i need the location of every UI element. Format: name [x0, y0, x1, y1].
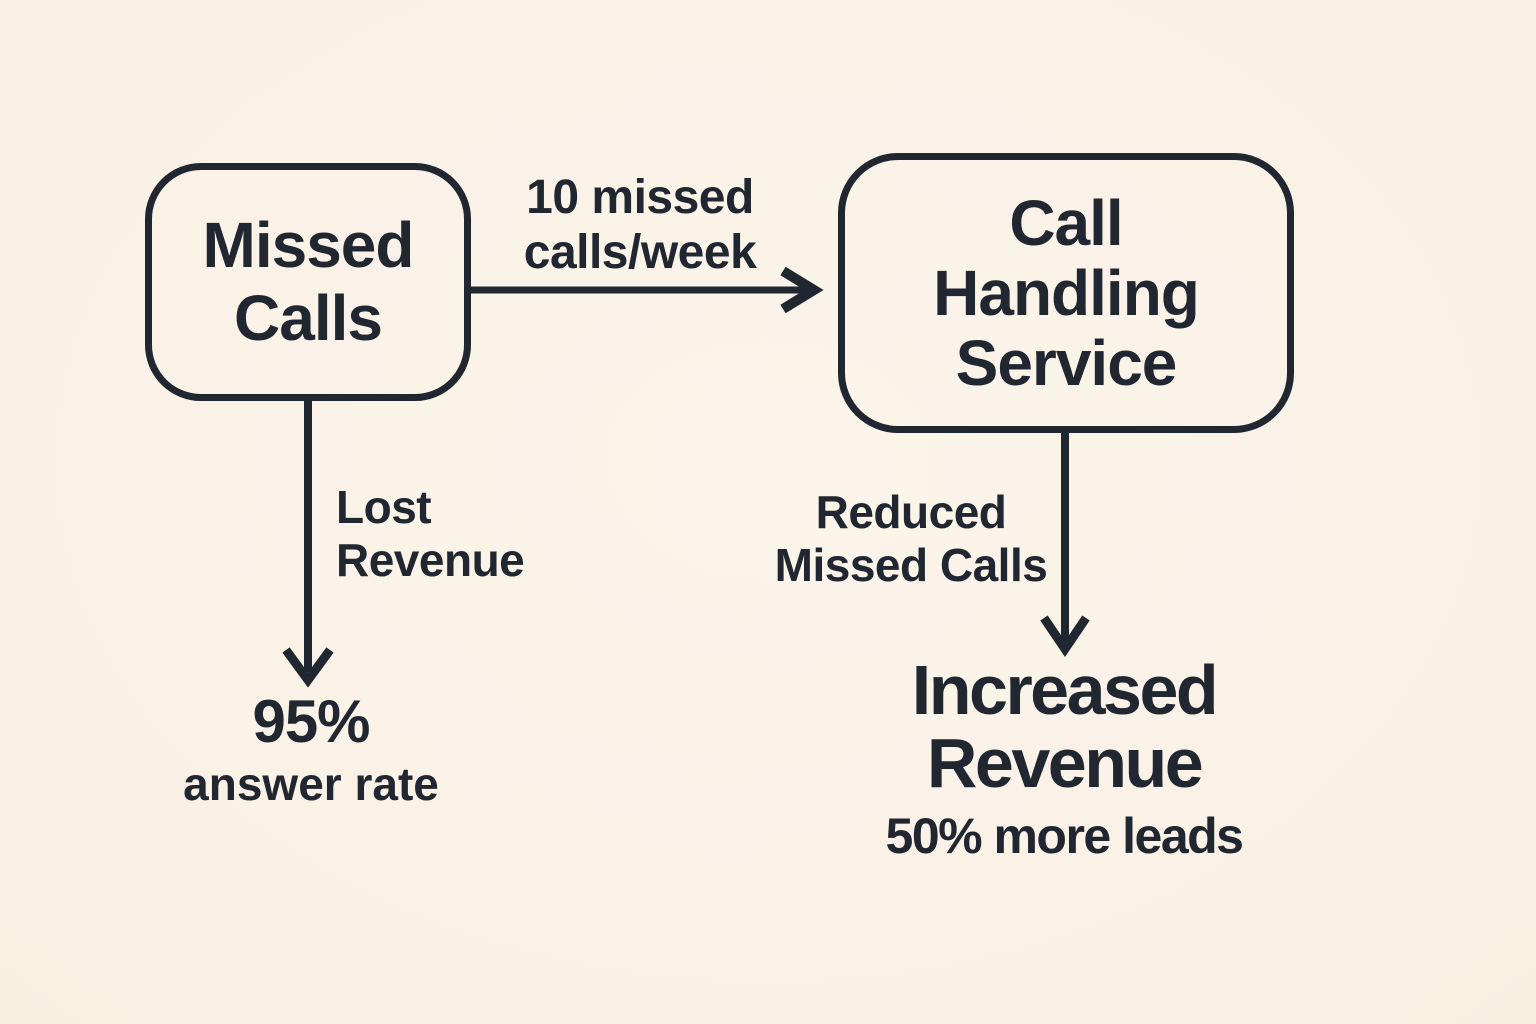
arrow-call-handling-to-increased-revenue-icon	[1040, 433, 1090, 658]
node-call-handling-service-label: Call Handling Service	[933, 187, 1200, 399]
node-missed-calls-label-line1: Missed	[202, 209, 415, 281]
arrow-missed-calls-to-answer-rate-icon	[282, 401, 334, 688]
node-call-handling-service: Call Handling Service	[838, 153, 1294, 433]
edge-label-lost-revenue-line2: Revenue	[336, 534, 525, 586]
outcome-increased-revenue: Increased Revenue 50% more leads	[885, 654, 1244, 865]
node-call-handling-service-label-line1: Call	[1009, 187, 1123, 259]
arrow-missed-calls-to-call-handling-icon	[471, 266, 824, 314]
node-missed-calls: Missed Calls	[145, 163, 471, 401]
edge-label-missed-calls-per-week-line2: calls/week	[523, 226, 757, 279]
answer-rate-caption: answer rate	[183, 758, 439, 810]
answer-rate-value: 95%	[252, 688, 370, 755]
increased-revenue-caption: 50% more leads	[885, 808, 1244, 864]
node-call-handling-service-label-line2: Handling	[933, 257, 1200, 329]
edge-label-reduced-missed-calls-line2: Missed Calls	[774, 539, 1048, 591]
edge-label-missed-calls-per-week-line1: 10 missed	[526, 171, 754, 224]
edge-label-lost-revenue: Lost Revenue	[336, 481, 525, 587]
increased-revenue-title-line2: Revenue	[926, 724, 1204, 802]
outcome-answer-rate: 95% answer rate	[183, 688, 439, 811]
node-call-handling-service-label-line3: Service	[955, 327, 1178, 399]
node-missed-calls-label: Missed Calls	[202, 209, 415, 355]
edge-label-lost-revenue-line1: Lost	[336, 481, 432, 533]
increased-revenue-title: Increased Revenue	[886, 654, 1243, 800]
node-missed-calls-label-line2: Calls	[234, 282, 383, 354]
increased-revenue-title-line1: Increased	[911, 651, 1219, 729]
edge-label-missed-calls-per-week: 10 missed calls/week	[524, 170, 757, 280]
edge-label-reduced-missed-calls: Reduced Missed Calls	[775, 486, 1048, 592]
edge-label-reduced-missed-calls-line1: Reduced	[815, 486, 1007, 538]
